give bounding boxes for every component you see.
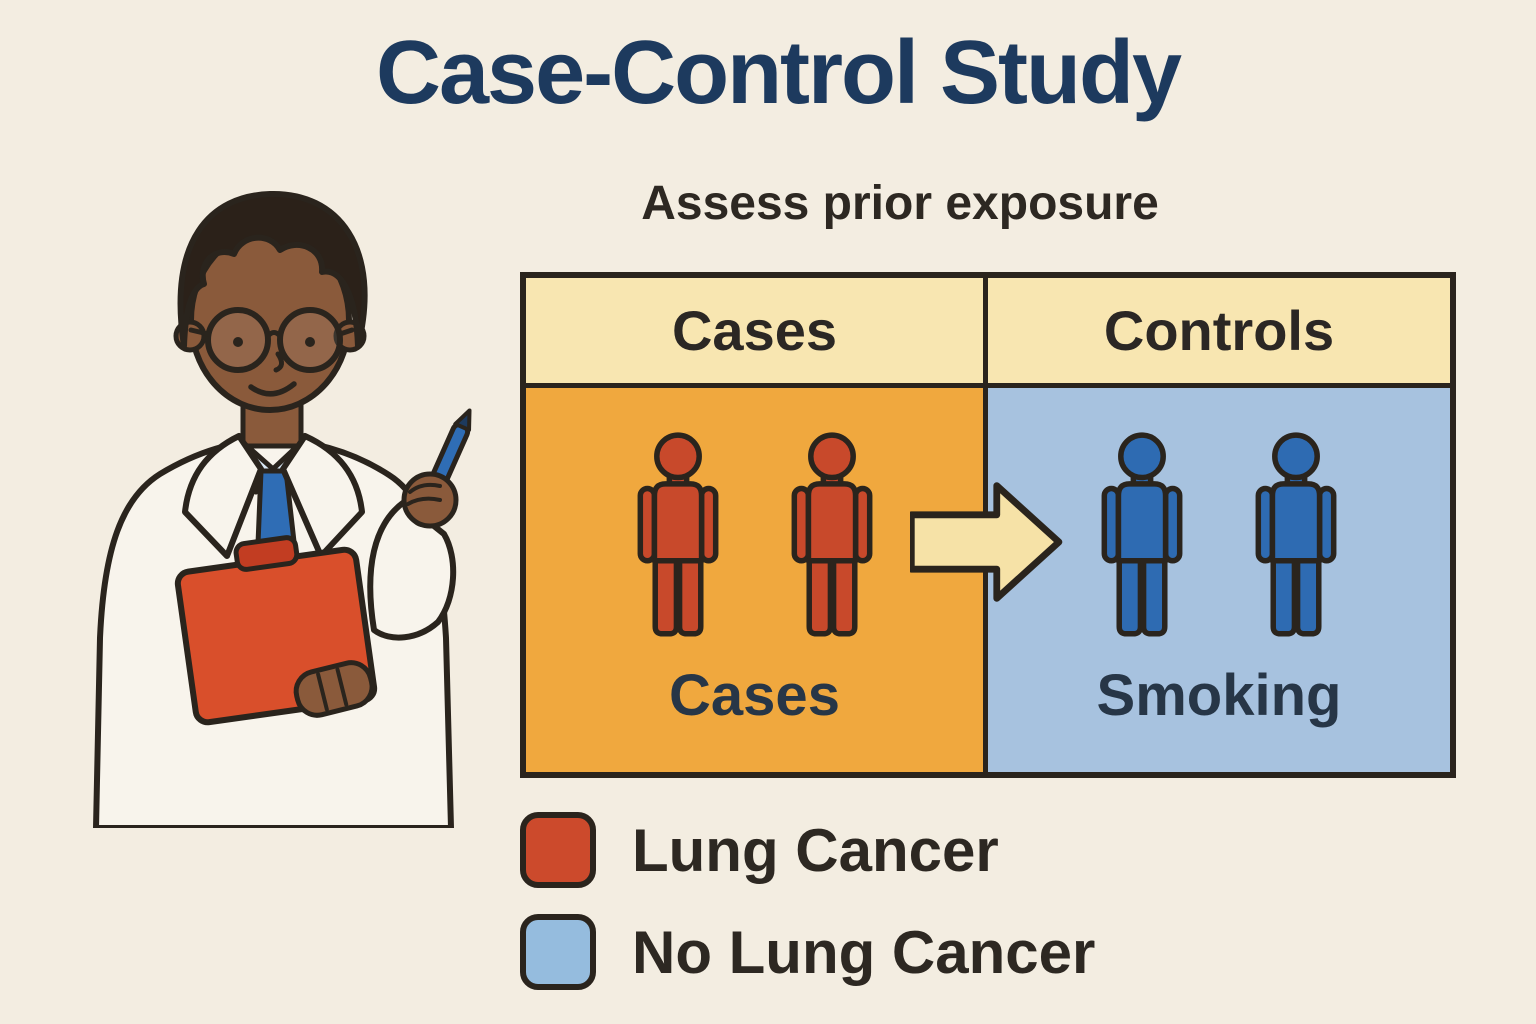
smoking-cell-label: Smoking	[1096, 662, 1342, 728]
legend: Lung Cancer No Lung Cancer	[520, 812, 1095, 990]
case-figures	[623, 432, 887, 644]
page-title: Case-Control Study	[375, 23, 1182, 123]
control-figures	[1087, 432, 1351, 644]
pen-hand-fingers	[406, 482, 442, 506]
coat-lapel-right	[280, 433, 365, 559]
legend-label-lung-cancer: Lung Cancer	[632, 816, 999, 884]
cases-cell-label: Cases	[669, 662, 840, 728]
hair	[177, 190, 368, 349]
header-cell-controls: Controls	[988, 278, 1450, 388]
hand-holding-clipboard	[293, 660, 375, 718]
body-cell-cases: Cases	[526, 388, 988, 772]
mouth	[248, 381, 297, 397]
eye-left	[233, 337, 243, 347]
glasses-temple-left	[188, 327, 211, 337]
doctor-illustration	[93, 190, 472, 828]
raised-sleeve	[367, 499, 457, 641]
legend-item-lung-cancer: Lung Cancer	[520, 812, 1095, 888]
legend-item-no-lung-cancer: No Lung Cancer	[520, 914, 1095, 990]
person-figure-control	[1241, 432, 1351, 644]
legend-label-no-lung-cancer: No Lung Cancer	[632, 918, 1096, 986]
header-cell-cases: Cases	[526, 278, 988, 388]
eye-right	[305, 337, 315, 347]
right-arrow-icon	[910, 482, 1063, 602]
legend-swatch-lung-cancer	[520, 812, 596, 888]
legend-swatch-no-lung-cancer	[520, 914, 596, 990]
coat-lapel-left	[182, 433, 264, 559]
case-control-table: Cases Controls Cases Smoking	[520, 272, 1456, 778]
person-figure-case	[623, 432, 733, 644]
subtitle: Assess prior exposure	[641, 177, 1159, 230]
body-cell-controls: Smoking	[988, 388, 1450, 772]
glasses-temple-right	[337, 327, 355, 337]
person-figure-case	[777, 432, 887, 644]
person-figure-control	[1087, 432, 1197, 644]
nose	[273, 351, 284, 373]
glasses-bridge	[265, 330, 283, 339]
